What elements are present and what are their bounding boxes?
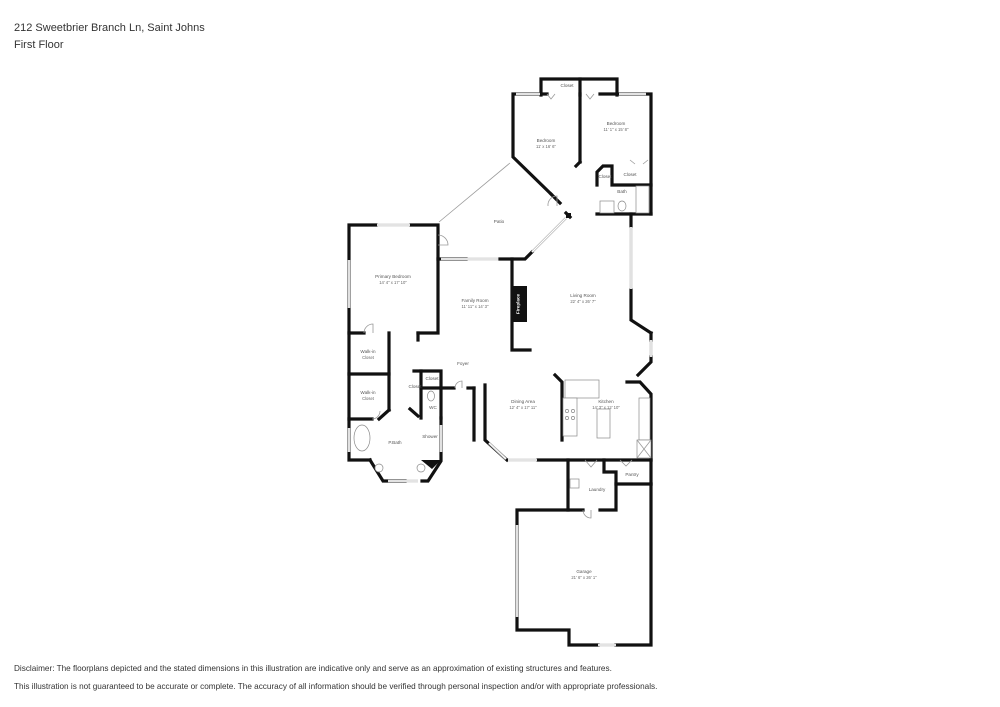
room-name-foyer: Foyer [457,361,469,366]
fireplace [512,286,527,322]
room-dims-bedroom-2: 11' x 16' 6" [536,144,557,149]
bathtub-icon [635,185,650,214]
room-dims-primary-bedroom: 14' 4" x 17' 10" [379,280,407,285]
room-dims-living-room: 22' 4" x 26' 7" [570,299,596,304]
doors [363,93,649,519]
room-name-pantry: Pantry [625,472,639,477]
room-name-living-room: Living Room [570,293,596,298]
sink-icon [599,200,615,214]
door-icon [629,159,649,165]
room-name-kitchen: Kitchen [598,399,614,404]
room-name-closet-small: Closet [598,174,612,179]
room-name-primary-bedroom: Primary Bedroom [375,274,411,279]
door-icon [363,323,374,334]
windows-primary [347,223,500,483]
toilet-icon [427,390,435,402]
pbath-fixtures [353,390,435,473]
door-icon [371,410,381,420]
room-name-bedroom-3: Bedroom [607,121,626,126]
room-name-patio: Patio [494,219,505,224]
room-name-closet-side: Closet [408,384,422,389]
door-icon [584,459,598,468]
disclaimer-line-2: This illustration is not guaranteed to b… [14,682,658,691]
door-icon [546,93,556,100]
door-icon [437,234,449,246]
bath-fixtures [599,185,650,214]
door-icon [454,380,463,389]
kitchen-walls [483,372,653,463]
windows-living [629,227,653,357]
room-name-walk-in-closet-1: Walk-in [360,349,376,354]
room-name-bath: Bath [617,189,627,194]
counter [564,379,600,399]
laundry-sink-icon [569,478,580,489]
property-address: 212 Sweetbrier Branch Ln, Saint Johns [14,22,205,34]
room-dims-dining-area: 12' 4" x 17' 11" [509,405,537,410]
room-dims-family-room: 11' 11" x 14' 3" [462,304,490,309]
patio-slider [531,213,571,253]
patio-outline [438,162,511,223]
living-room-walls [629,212,654,378]
bathtub-icon [353,424,371,452]
room-dims-walk-in-closet-2: Closet [362,396,375,401]
room-name-closet-foyer: Closet [425,376,439,381]
room-name-bedroom-2: Bedroom [537,138,556,143]
windows-dining [488,442,537,462]
room-name-dining-area: Dining Area [511,399,535,404]
bedroom-wing-walls [511,77,653,220]
sink-counter [638,397,651,441]
room-dims-bedroom-3: 11' 1" x 15' 8" [604,127,629,132]
room-dims-kitchen: 14' 3" x 12' 10" [592,405,620,410]
floor-label: First Floor [14,39,64,51]
laundry-walls [566,458,653,512]
door-icon [582,509,592,519]
room-name-laundry: Laundry [589,487,606,492]
room-dims-garage: 21' 6" x 26' 1" [571,575,597,580]
stove-counter [562,397,578,437]
room-name-shower: Shower [422,434,438,439]
disclaimer-line-1: Disclaimer: The floorplans depicted and … [14,664,612,673]
sink-icon [416,463,426,473]
tub-corner [421,460,441,469]
sink-icon [374,463,384,473]
kitchen-island [596,408,611,439]
door-icon [585,93,595,100]
room-name-garage: Garage [576,569,592,574]
room-name-closet-top: Closet [560,83,574,88]
garage-walls [515,482,653,647]
room-name-closet-bed3: Closet [623,172,637,177]
fireplace-label: Fireplace [516,293,521,314]
door-icon [547,195,558,207]
room-dims-walk-in-closet-1: Closet [362,355,375,360]
toilet-icon [617,200,627,212]
windows-garage [515,525,616,647]
door-icon [619,459,633,467]
family-room-walls: Fireplace [498,249,535,352]
room-name-p-bath: P.Bath [388,440,402,445]
room-name-walk-in-closet-2: Walk-in [360,390,376,395]
room-name-family-room: Family Room [461,298,488,303]
room-name-wc: WC [429,405,437,410]
